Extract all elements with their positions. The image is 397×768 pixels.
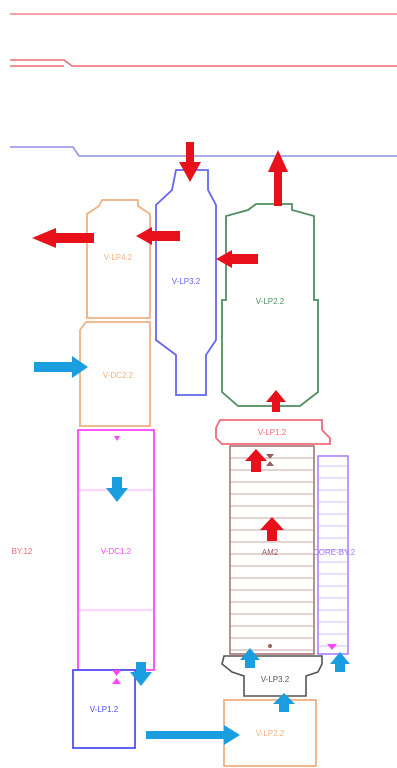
arrow-up-icon bbox=[273, 693, 295, 712]
arrow-left-icon bbox=[32, 228, 94, 248]
label-v-lp2: V-LP2.2 bbox=[255, 297, 285, 306]
arrow-right-icon bbox=[34, 356, 88, 378]
arrow-down-icon bbox=[130, 662, 152, 686]
arrow-up-icon bbox=[240, 648, 260, 668]
vessel-v-lp3 bbox=[155, 169, 217, 396]
arrow-up-icon bbox=[266, 390, 286, 412]
vessel-v-lp4 bbox=[86, 199, 151, 319]
vessel-v-dc1 bbox=[77, 429, 155, 671]
label-v-lp-gray: V-LP3.2 bbox=[260, 675, 290, 684]
vessel-am2 bbox=[229, 445, 315, 655]
label-am2: AM2 bbox=[261, 548, 279, 557]
arrow-down-icon bbox=[179, 142, 201, 182]
label-v-dc2: V-DC2.2 bbox=[102, 371, 134, 380]
label-v-lp2-bottom: V-LP2.2 bbox=[255, 729, 285, 738]
arrow-left-icon bbox=[136, 227, 180, 245]
arrow-up-icon bbox=[268, 150, 288, 206]
label-core-by: CORE-BY.2 bbox=[312, 548, 356, 557]
blue-step-line bbox=[10, 146, 397, 157]
label-v-lp4: V-LP4.2 bbox=[103, 253, 133, 262]
markers bbox=[112, 436, 337, 684]
arrow-up-icon bbox=[260, 517, 284, 541]
vessel-v-lp1-right bbox=[215, 419, 331, 445]
arrow-up-icon bbox=[245, 449, 267, 472]
label-by: BY.12 bbox=[11, 547, 33, 556]
arrow-right-icon bbox=[146, 725, 240, 745]
vessel-v-lp1-left bbox=[72, 669, 136, 749]
label-v-lp3: V-LP3.2 bbox=[171, 277, 201, 286]
label-v-lp1-bottom: V-LP1.2 bbox=[89, 705, 119, 714]
red-step-line bbox=[10, 59, 397, 67]
label-v-dc1: V-DC1.2 bbox=[100, 547, 132, 556]
arrow-up-icon bbox=[330, 652, 350, 672]
arrow-left-icon bbox=[216, 250, 258, 268]
arrow-down-icon bbox=[106, 477, 128, 502]
label-v-lp1-right: V-LP1.2 bbox=[257, 428, 287, 437]
am2-markers bbox=[266, 454, 274, 648]
vessel-v-dc2 bbox=[79, 321, 151, 427]
vessel-core-by bbox=[317, 455, 349, 655]
